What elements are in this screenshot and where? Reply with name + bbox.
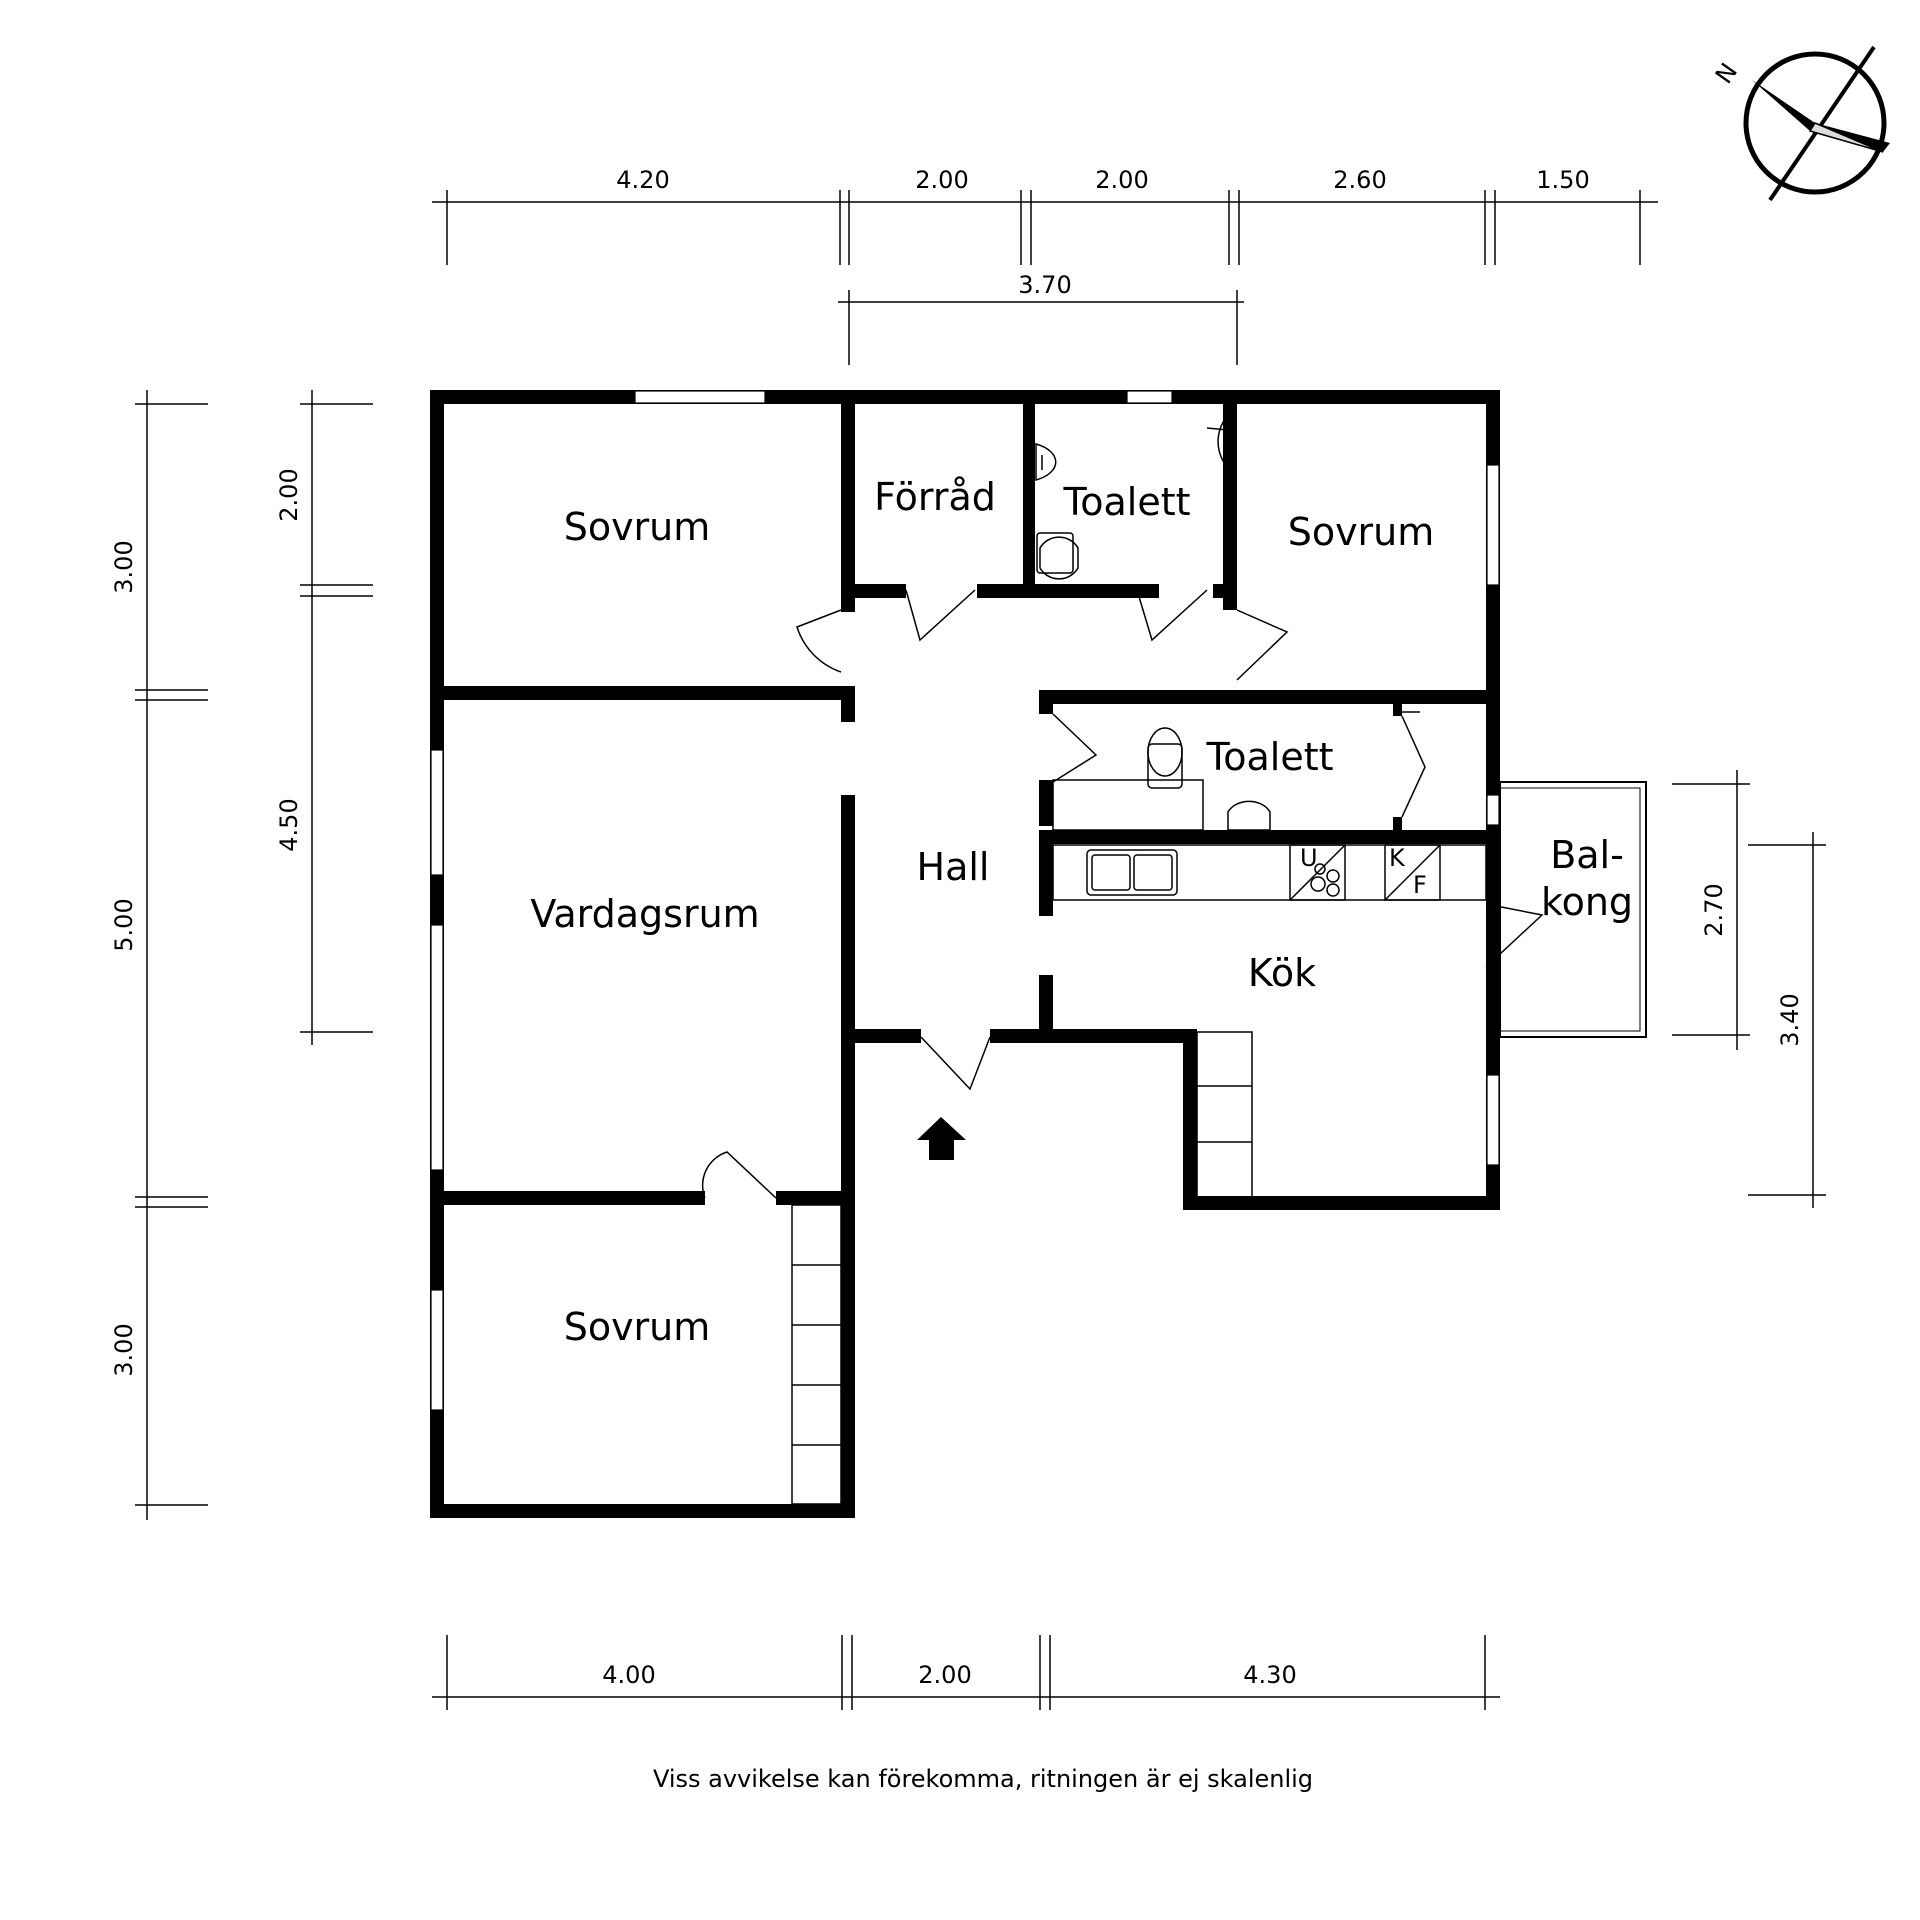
dim-left-inner-1: 2.00 xyxy=(275,468,303,521)
balcony xyxy=(1499,781,1647,1038)
disclaimer-note: Viss avvikelse kan förekomma, ritningen … xyxy=(653,1765,1313,1793)
top-dimensions: 4.20 2.00 2.00 2.60 1.50 3.70 xyxy=(432,166,1658,365)
appliance-k: K xyxy=(1389,844,1406,872)
room-sovrum-sw: Sovrum xyxy=(564,1305,711,1349)
room-vardagsrum: Vardagsrum xyxy=(530,892,759,936)
dim-left-2: 5.00 xyxy=(110,898,138,951)
compass-icon: N xyxy=(1710,45,1890,202)
room-forrad: Förråd xyxy=(874,475,996,519)
room-kok: Kök xyxy=(1248,951,1316,995)
north-label: N xyxy=(1710,58,1743,89)
entrance-arrow-icon xyxy=(917,1117,966,1160)
appliance-u: U xyxy=(1300,844,1318,872)
windows xyxy=(430,390,1500,1411)
doors xyxy=(701,412,1544,1199)
fixtures: U K F xyxy=(791,427,1487,1505)
dim-right-2: 3.40 xyxy=(1776,993,1804,1046)
left-dimensions: 3.00 5.00 3.00 2.00 4.50 xyxy=(110,390,373,1520)
dim-top-2: 2.00 xyxy=(915,166,968,194)
room-labels: Sovrum Förråd Toalett Sovrum Toalett Var… xyxy=(530,475,1633,1349)
room-toalett-north: Toalett xyxy=(1062,480,1190,524)
dim-left-inner-2: 4.50 xyxy=(275,798,303,851)
dim-top-5: 1.50 xyxy=(1536,166,1589,194)
dim-bottom-1: 4.00 xyxy=(602,1661,655,1689)
room-sovrum-ne: Sovrum xyxy=(1288,510,1435,554)
dim-left-1: 3.00 xyxy=(110,540,138,593)
dim-top-3: 2.00 xyxy=(1095,166,1148,194)
dim-right-1: 2.70 xyxy=(1700,883,1728,936)
room-sovrum-nw: Sovrum xyxy=(564,505,711,549)
dim-left-3: 3.00 xyxy=(110,1323,138,1376)
right-dimensions: 2.70 3.40 xyxy=(1672,770,1826,1208)
room-toalett-east: Toalett xyxy=(1205,735,1333,779)
dim-bottom-3: 4.30 xyxy=(1243,1661,1296,1689)
appliance-f: F xyxy=(1413,871,1427,899)
room-hall: Hall xyxy=(917,845,990,889)
dim-top-sub: 3.70 xyxy=(1018,271,1071,299)
bottom-dimensions: 4.00 2.00 4.30 xyxy=(432,1635,1500,1710)
dim-bottom-2: 2.00 xyxy=(918,1661,971,1689)
dim-top-1: 4.20 xyxy=(616,166,669,194)
room-balkong-2: kong xyxy=(1541,880,1633,924)
dim-top-4: 2.60 xyxy=(1333,166,1386,194)
room-balkong-1: Bal- xyxy=(1550,833,1624,877)
